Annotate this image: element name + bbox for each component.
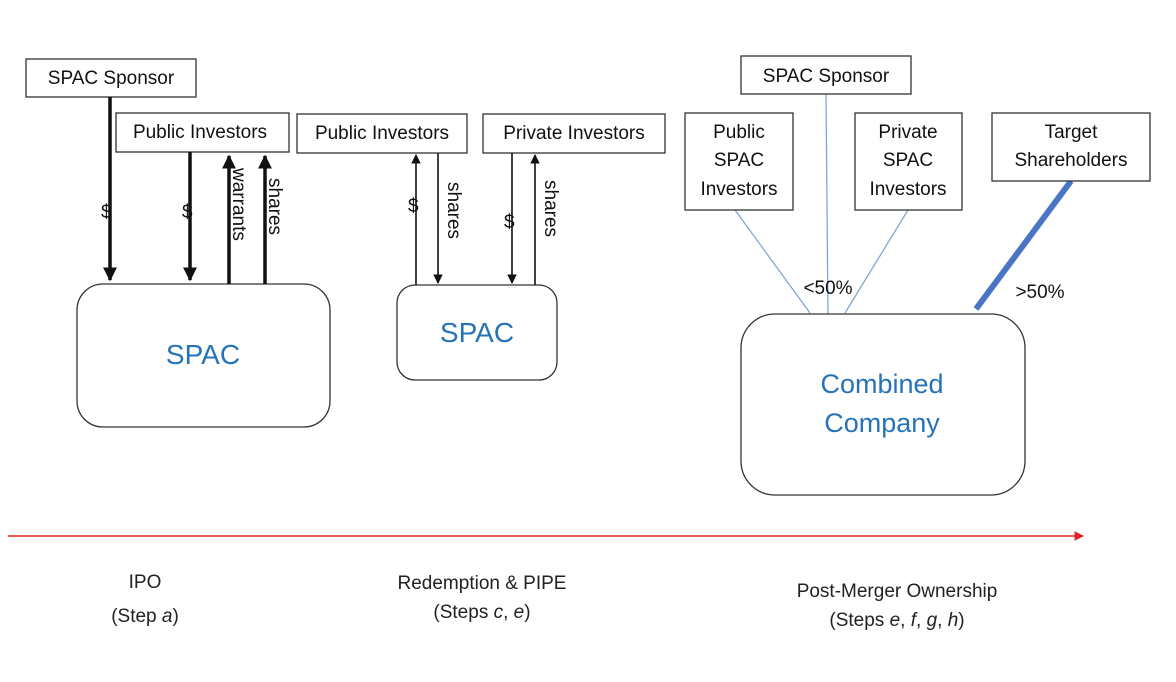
private-spac-line-1: Private [878,122,937,143]
redemption-public-investors-box [296,113,468,154]
ipo-shares-label: shares [264,178,285,235]
ipo-sponsor-box [25,58,197,98]
redemption-private-investors-box [482,113,666,154]
ipo-sponsor-label: SPAC Sponsor [48,68,175,89]
private-spac-line-3: Investors [869,179,946,200]
redemption-public-investors-label: Public Investors [315,123,449,144]
public-spac-line-3: Investors [700,179,777,200]
greater-than-50-label: >50% [1015,282,1064,303]
pipe-dollar: $ [504,212,515,233]
combined-company-line-2: Company [824,408,940,438]
timeline: IPO (Step a) Redemption & PIPE (Steps c,… [8,531,1084,631]
merger-step-title: Post-Merger Ownership [797,581,998,602]
less-than-50-label: <50% [803,278,852,299]
redemption-spac-label: SPAC [440,317,514,348]
redemption-dollar: $ [408,196,419,217]
ipo-section: SPAC Sponsor Public Investors SPAC $ $ w… [25,58,331,428]
merger-section: SPAC Sponsor Public SPAC Investors Priva… [684,55,1151,496]
redemption-section: Public Investors Private Investors SPAC … [296,113,666,381]
target-shareholders-line-1: Target [1045,122,1099,143]
ipo-warrants-label: warrants [228,167,249,241]
ipo-public-investors-label: Public Investors [133,122,267,143]
ipo-step-title: IPO [129,572,162,593]
combined-company-box [740,313,1026,496]
redemption-step-ref: (Steps c, e) [433,602,530,623]
sponsor-ownership-line [825,93,829,316]
target-shareholders-box [991,112,1151,182]
combined-company-line-1: Combined [820,369,943,399]
ipo-dollar-2: $ [182,202,193,223]
private-spac-line-2: SPAC [883,150,933,171]
merger-sponsor-box [740,55,912,95]
redemption-step-title: Redemption & PIPE [398,573,567,594]
ipo-public-investors-box [115,112,290,153]
merger-sponsor-label: SPAC Sponsor [763,66,890,87]
private-spac-ownership-line [844,209,909,314]
ipo-spac-label: SPAC [166,339,240,370]
redemption-shares-label: shares [443,182,464,239]
public-spac-ownership-line [734,209,811,314]
public-spac-line-1: Public [713,122,765,143]
private-spac-investors-box [854,112,963,211]
public-spac-investors-box [684,112,794,211]
public-spac-line-2: SPAC [714,150,764,171]
target-ownership-line [973,179,1074,311]
pipe-shares-label: shares [540,180,561,237]
target-shareholders-line-2: Shareholders [1014,150,1127,171]
ipo-step-ref: (Step a) [111,606,179,627]
ipo-spac-box [76,283,331,428]
ipo-dollar-1: $ [101,202,112,223]
redemption-spac-box [396,284,558,381]
merger-step-ref: (Steps e, f, g, h) [829,610,964,631]
redemption-private-investors-label: Private Investors [503,123,645,144]
